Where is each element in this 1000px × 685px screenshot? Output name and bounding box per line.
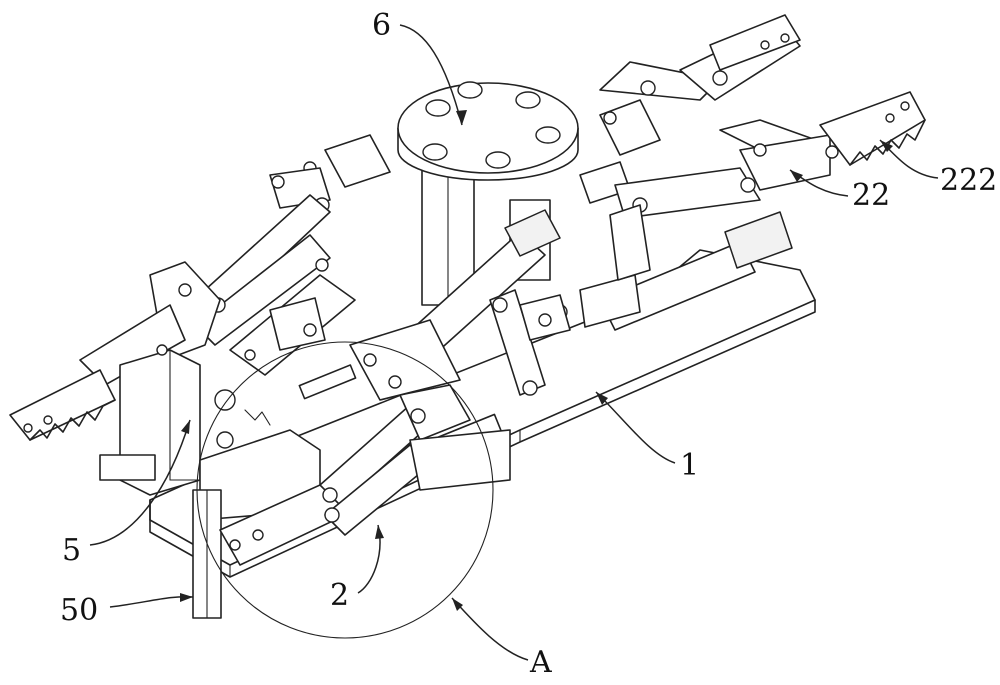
rod-50 [192,489,222,619]
part-labels: 6 222 22 1 5 50 2 A [60,8,997,680]
detail-circle-A [196,341,494,639]
label-50: 50 [60,593,98,628]
gripper-arm-upper-right [599,14,801,156]
label-1: 1 [680,448,699,483]
label-22: 22 [852,178,890,213]
leader-lines [89,24,939,661]
jaw-222 [819,91,926,166]
top-disc [397,81,579,181]
label-A: A [529,645,552,680]
inner-block-left [229,274,356,376]
lower-arm-2 [219,319,511,566]
cylinders [303,134,793,364]
right-front-link [489,289,571,396]
label-5: 5 [62,533,81,568]
label-6: 6 [372,8,391,43]
label-222: 222 [940,163,997,198]
gripper-arm-upper-left [192,167,331,346]
gripper-arm-22 [609,119,831,281]
label-2: 2 [330,578,349,613]
support-block-5 [99,344,321,521]
left-jaw [9,261,221,441]
